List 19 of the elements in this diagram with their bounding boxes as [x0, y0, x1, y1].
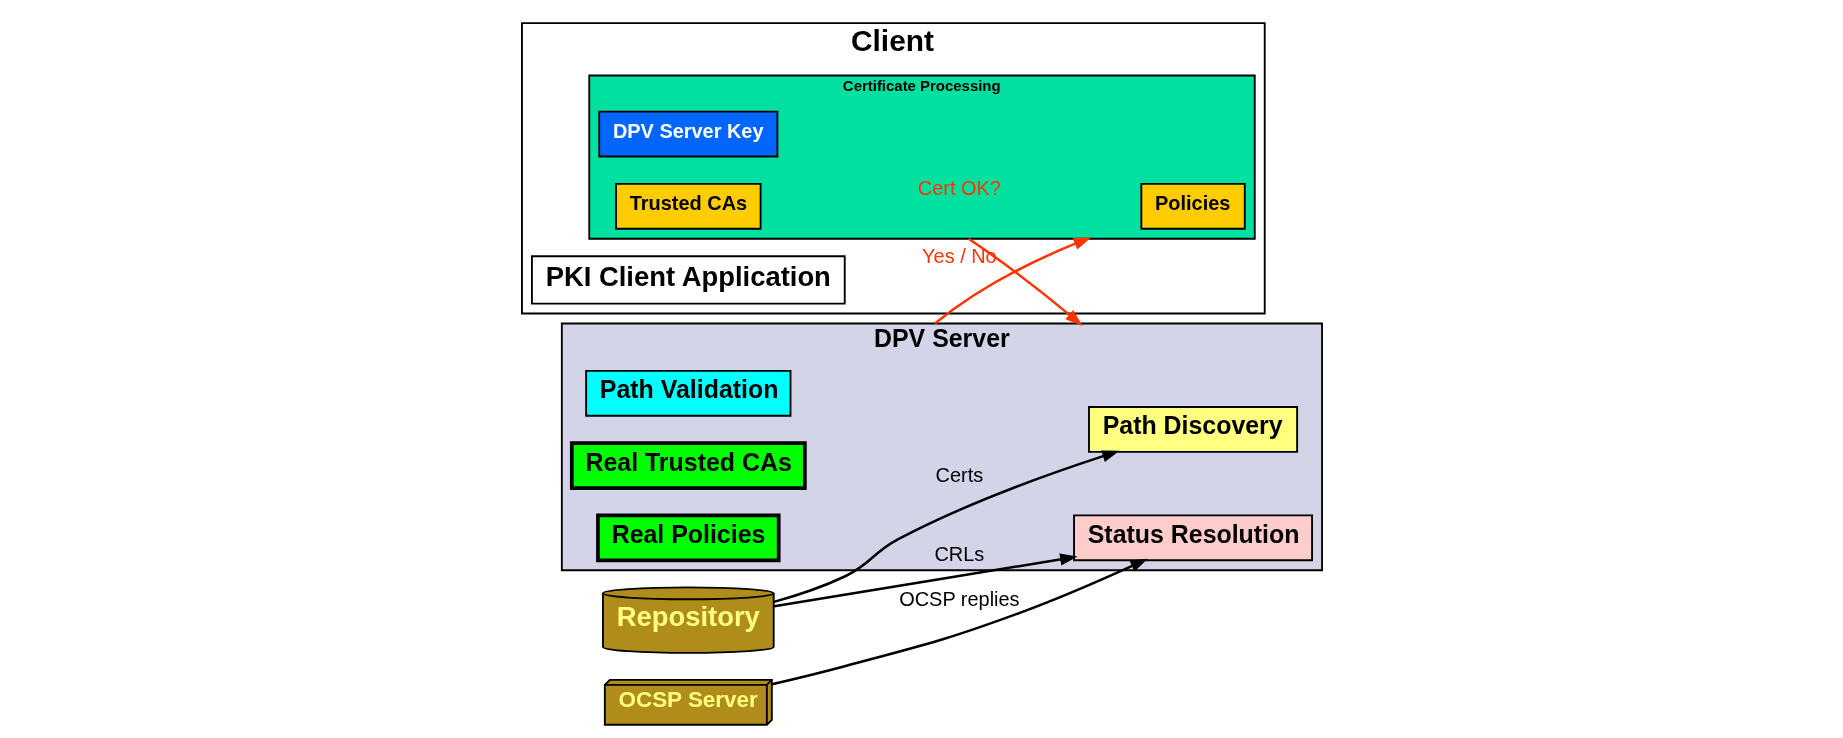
node-box: Policies [1139, 183, 1246, 230]
node-box: Status Resolution [1072, 514, 1313, 562]
arrow [773, 450, 1120, 604]
node-box: Real Policies [595, 513, 781, 563]
edge-label: Yes / No [921, 245, 997, 268]
node-box: Trusted CAs [614, 183, 762, 230]
arrow [967, 237, 1083, 326]
arrow [773, 553, 1078, 608]
arrow [771, 558, 1148, 686]
edge-label: CRLs [933, 543, 984, 566]
arrow [933, 237, 1091, 325]
node-box: PKI Client Application [530, 255, 846, 305]
node-box: Real Trusted CAs [569, 441, 807, 490]
edge-label: OCSP replies [898, 588, 1020, 611]
node-box: Path Validation [584, 369, 791, 417]
edge-label: Certs [935, 463, 983, 486]
node-box: Path Discovery [1087, 406, 1298, 453]
edge-label: Cert OK? [917, 176, 1001, 199]
node-box: DPV Server Key [597, 110, 778, 158]
